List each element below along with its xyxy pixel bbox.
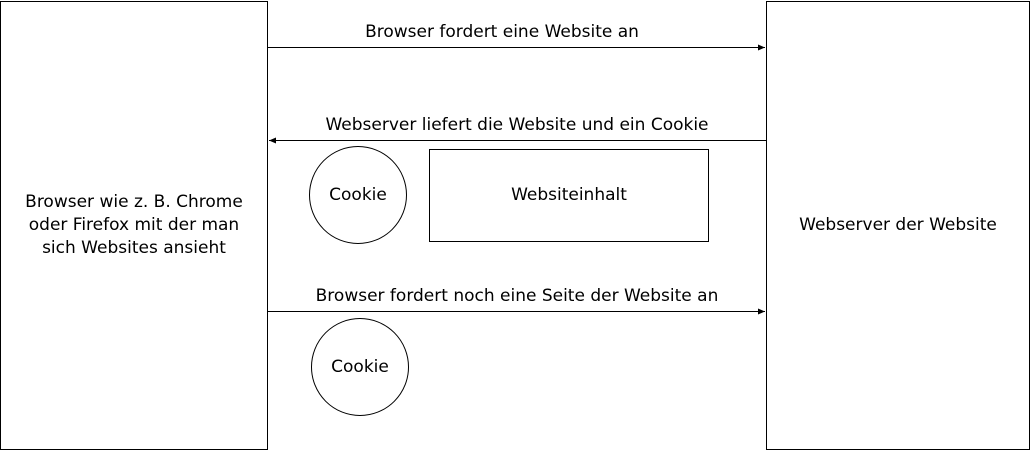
webserver-box: Webserver der Website [766,1,1030,450]
request-2-label: Browser fordert noch eine Seite der Webs… [315,286,719,306]
website-content-label: Websiteinhalt [511,185,627,205]
cookie-circle-request: Cookie [311,318,409,416]
request-1-label: Browser fordert eine Website an [365,22,639,42]
website-content-box: Websiteinhalt [429,149,709,242]
webserver-label: Webserver der Website [799,215,997,235]
browser-box: Browser wie z. B. Chrome oder Firefox mi… [0,1,268,450]
cookie-label: Cookie [331,356,389,377]
cookie-circle-response: Cookie [309,146,407,244]
browser-label: Browser wie z. B. Chrome oder Firefox mi… [25,192,243,258]
cookie-label: Cookie [329,184,387,205]
response-label: Webserver liefert die Website und ein Co… [325,115,709,135]
